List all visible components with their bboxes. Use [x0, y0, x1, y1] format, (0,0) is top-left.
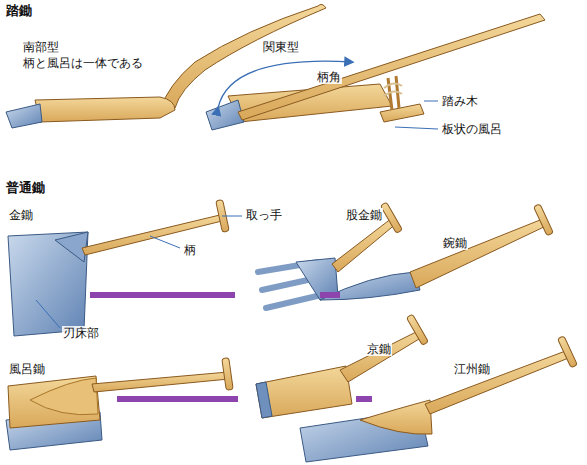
- type-name: 関東型: [262, 40, 300, 54]
- hoe-name: 股金鋤: [345, 208, 383, 222]
- part-name: 板状の風呂: [441, 122, 503, 136]
- part-name: 柄: [183, 243, 197, 257]
- type-name: 南部型: [22, 40, 60, 54]
- hoe-name: 江州鋤: [453, 362, 491, 376]
- part-name: 踏み木: [441, 94, 479, 108]
- hoe-name: 風呂鋤: [8, 362, 46, 376]
- hoe-name: 京鋤: [366, 342, 392, 356]
- section-heading: 普通鋤: [5, 180, 46, 196]
- section-heading: 踏鋤: [5, 3, 33, 19]
- note-text: 柄と風呂は一体である: [22, 56, 144, 70]
- hoe-name: 鋺鋤: [442, 236, 468, 250]
- part-name: 柄角: [316, 70, 342, 84]
- part-name: 刃床部: [62, 326, 100, 340]
- hoe-name: 金鋤: [8, 208, 34, 222]
- part-name: 取っ手: [245, 208, 283, 222]
